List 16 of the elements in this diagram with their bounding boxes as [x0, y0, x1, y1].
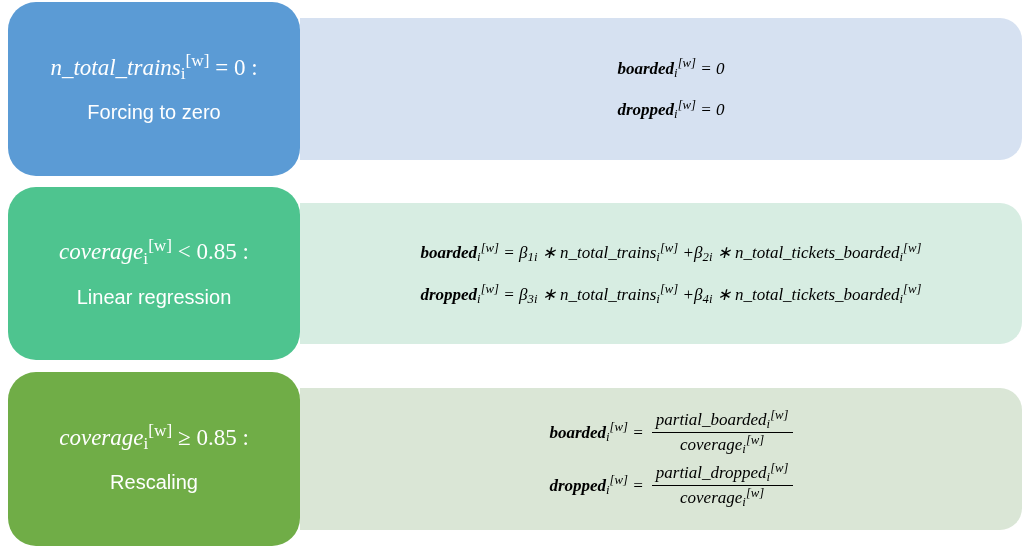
formula-lhs: boarded$_{i}$$^{[w]}$ = [549, 419, 644, 446]
method-label: Linear regression [76, 284, 232, 310]
formula: dropped$_{i}$$^{[w]}$ = 0 [617, 97, 725, 123]
formula-panel [300, 18, 1022, 160]
condition-formula: coverage$_{i}$$^{[w]}$ ≥ 0.85 : [59, 420, 249, 456]
formula-panel [300, 388, 1022, 530]
formula: boarded$_{i}$$^{[w]}$ = 0 [617, 55, 725, 81]
method-label: Forcing to zero [87, 100, 221, 126]
condition-formula: coverage$_{i}$$^{[w]}$ < 0.85 : [59, 235, 249, 270]
formula-lhs: dropped$_{i}$$^{[w]}$ = [549, 472, 644, 499]
condition-formula: n_total_trains$_{i}$$^{[w]}$ = 0 : [50, 50, 258, 86]
formula-panel [300, 203, 1022, 344]
method-label: Rescaling [110, 470, 198, 496]
condition-box [8, 2, 300, 176]
condition-box [8, 187, 300, 360]
condition-box [8, 372, 300, 546]
